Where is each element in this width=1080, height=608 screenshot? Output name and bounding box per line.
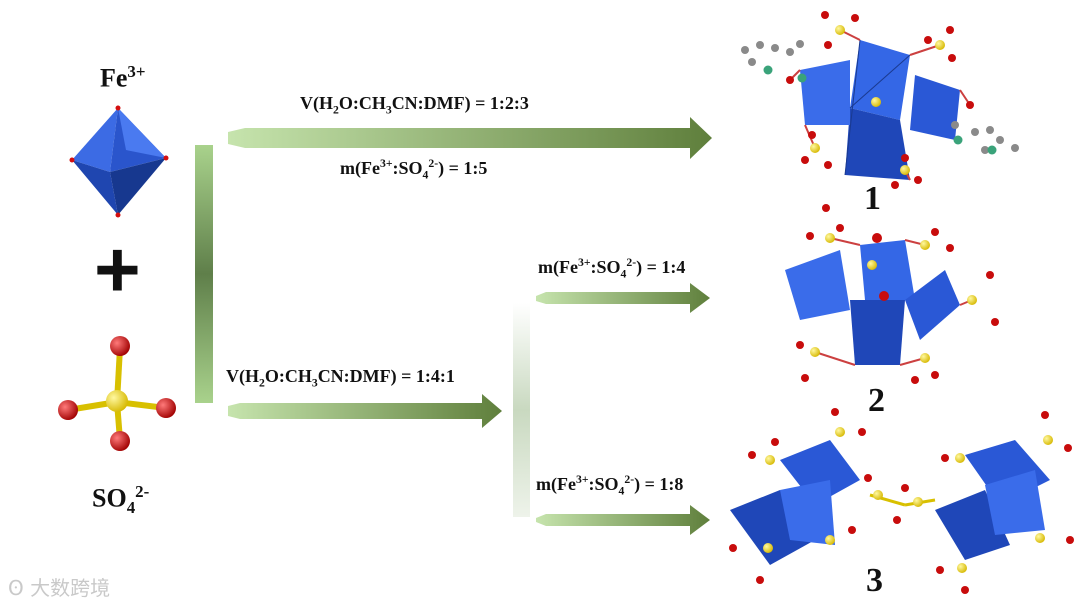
- cond-text: CN:DMF) = 1:2:3: [391, 93, 529, 113]
- cond-text: :SO: [392, 158, 423, 178]
- cond-text: :SO: [590, 257, 621, 277]
- so4-subscript: 4: [126, 497, 136, 517]
- product-number-2: 2: [868, 382, 885, 419]
- cond-text: :SO: [588, 474, 619, 494]
- cond-sup: 2-: [624, 473, 635, 486]
- arrow-to-product-1: [228, 117, 712, 159]
- watermark-text: 大数跨境: [30, 576, 111, 600]
- so4-charge: 2-: [135, 482, 150, 501]
- cond-sup: 3+: [575, 473, 589, 486]
- cond-sub: 2: [259, 376, 265, 390]
- cond-text: O:CH: [264, 366, 312, 386]
- cond-sup: 3+: [577, 256, 591, 269]
- cond-text: ) = 1:5: [438, 158, 488, 178]
- product-number-1: 1: [864, 180, 881, 217]
- sulfate-molecule-icon: [58, 336, 176, 451]
- sulfate-label: SO42-: [92, 482, 149, 518]
- cond-text: V(H: [226, 366, 259, 386]
- cond-text: ) = 1:8: [634, 474, 684, 494]
- condition-molar-ratio-2: m(Fe3+:SO42-) = 1:4: [538, 256, 685, 281]
- fe-symbol: Fe: [100, 63, 128, 93]
- cond-sub: 2: [333, 103, 339, 117]
- arrow-to-product-2: [536, 283, 710, 313]
- condition-solvent-ratio-1: V(H2O:CH3CN:DMF) = 1:2:3: [300, 93, 529, 117]
- cond-sup: 2-: [626, 256, 637, 269]
- arrow-to-branch: [228, 394, 502, 428]
- condition-solvent-ratio-2: V(H2O:CH3CN:DMF) = 1:4:1: [226, 366, 455, 390]
- cond-sub: 3: [385, 103, 392, 117]
- cond-sup: 3+: [379, 157, 393, 170]
- fe-octahedron-icon: [69, 105, 169, 218]
- branch-bar: [195, 145, 213, 403]
- cond-text: m(Fe: [536, 474, 576, 494]
- watermark-logo-icon: ʘ: [8, 576, 24, 600]
- cond-text: O:CH: [338, 93, 386, 113]
- fe-ion-label: Fe3+: [100, 62, 146, 94]
- cond-sub: 4: [620, 267, 627, 281]
- cond-text: m(Fe: [538, 257, 578, 277]
- condition-molar-ratio-3: m(Fe3+:SO42-) = 1:8: [536, 473, 683, 498]
- structure-2-icon: [785, 204, 999, 384]
- cond-text: CN:DMF) = 1:4:1: [317, 366, 455, 386]
- cond-text: ) = 1:4: [636, 257, 686, 277]
- so4-symbol: SO: [92, 483, 127, 513]
- plus-sign: +: [94, 225, 141, 314]
- product-number-3: 3: [866, 562, 883, 599]
- branch-bar-2: [513, 303, 530, 517]
- structure-3-icon: [729, 408, 1074, 594]
- cond-sup: 2-: [428, 157, 439, 170]
- fe-charge: 3+: [127, 62, 146, 81]
- arrow-to-product-3: [536, 505, 710, 535]
- cond-text: V(H: [300, 93, 333, 113]
- condition-molar-ratio-1: m(Fe3+:SO42-) = 1:5: [340, 157, 487, 182]
- cond-text: m(Fe: [340, 158, 380, 178]
- watermark: ʘ 大数跨境: [8, 572, 110, 601]
- cond-sub: 4: [618, 484, 625, 498]
- cond-sub: 4: [422, 168, 429, 182]
- structure-1-icon: [741, 11, 1019, 189]
- cond-sub: 3: [311, 376, 318, 390]
